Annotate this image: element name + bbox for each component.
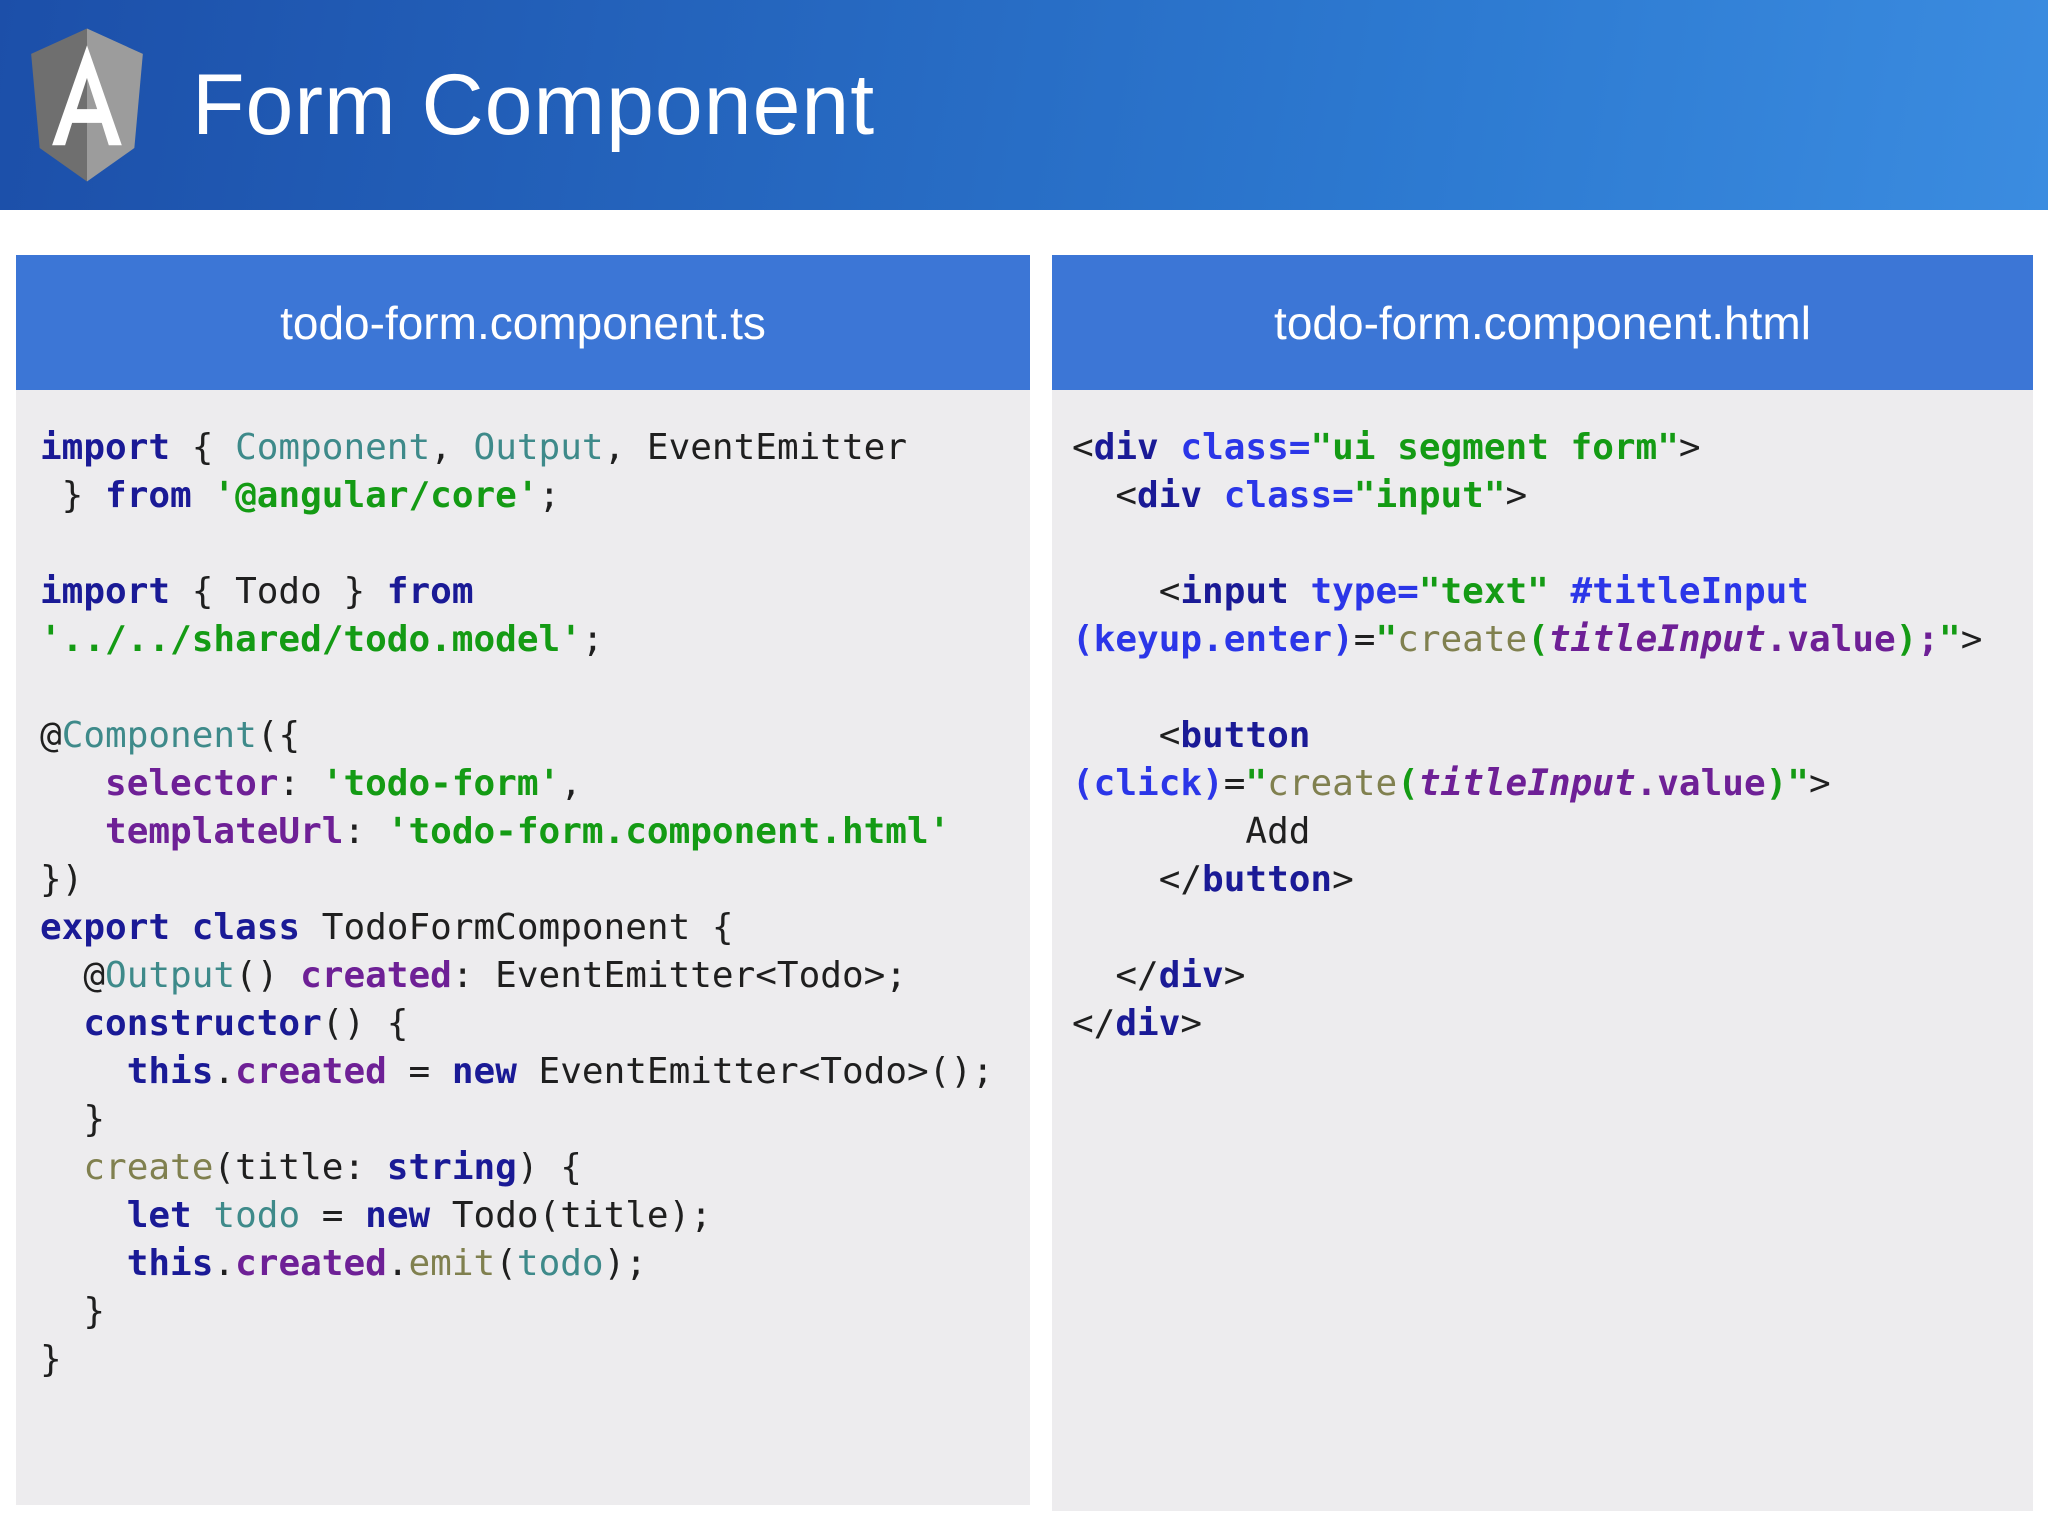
code-line: <button	[1072, 715, 1311, 756]
code-line: import { Todo } from	[40, 571, 474, 612]
code-line: } from '@angular/core';	[40, 475, 561, 516]
code-line	[1052, 904, 2033, 952]
code-line: templateUrl: 'todo-form.component.html'	[105, 811, 951, 852]
code-panel-html: todo-form.component.html <div class="ui …	[1052, 255, 2033, 1511]
code-line: </div>	[1072, 955, 1246, 996]
code-line: @Output() created: EventEmitter<Todo>;	[40, 955, 907, 996]
code-line: this.created = new EventEmitter<Todo>();	[126, 1051, 994, 1092]
angular-logo-icon	[31, 28, 143, 182]
code-line: }	[40, 1291, 106, 1332]
code-line: selector: 'todo-form',	[105, 763, 582, 804]
code-line: '../../shared/todo.model';	[40, 619, 604, 660]
slide-header: Form Component	[0, 0, 2048, 210]
slide-title: Form Component	[192, 57, 876, 153]
panel-title-html: todo-form.component.html	[1052, 255, 2033, 390]
code-panel-ts: todo-form.component.ts import { Componen…	[16, 255, 1030, 1505]
code-line: create(title: string) {	[83, 1147, 582, 1188]
code-block-ts: import { Component, Output, EventEmitter…	[16, 390, 1030, 1505]
code-line: <input type="text" #titleInput	[1072, 571, 1809, 612]
code-line: <div class="input">	[1072, 475, 1528, 516]
code-line	[1052, 664, 2033, 712]
code-line: }	[40, 1339, 62, 1380]
code-line: export class TodoFormComponent {	[40, 907, 734, 948]
code-line: })	[40, 859, 84, 900]
code-block-html: <div class="ui segment form"> <div class…	[1052, 390, 2033, 1511]
code-line	[16, 664, 1030, 712]
code-line: let todo = new Todo(title);	[126, 1195, 712, 1236]
code-line: (keyup.enter)="create(titleInput.value);…	[1072, 619, 1983, 660]
code-line: <div class="ui segment form">	[1072, 427, 1701, 468]
code-line: </div>	[1072, 1003, 1203, 1044]
code-line: @Component({	[40, 715, 301, 756]
code-line: (click)="create(titleInput.value)">	[1072, 763, 1831, 804]
code-line: Add	[1072, 811, 1311, 852]
code-line	[16, 520, 1030, 568]
code-line: </button>	[1072, 859, 1354, 900]
code-line: this.created.emit(todo);	[126, 1243, 647, 1284]
code-line: import { Component, Output, EventEmitter	[40, 427, 907, 468]
code-line: constructor() {	[83, 1003, 409, 1044]
panel-title-ts: todo-form.component.ts	[16, 255, 1030, 390]
code-line	[1052, 520, 2033, 568]
code-line: }	[40, 1099, 106, 1140]
